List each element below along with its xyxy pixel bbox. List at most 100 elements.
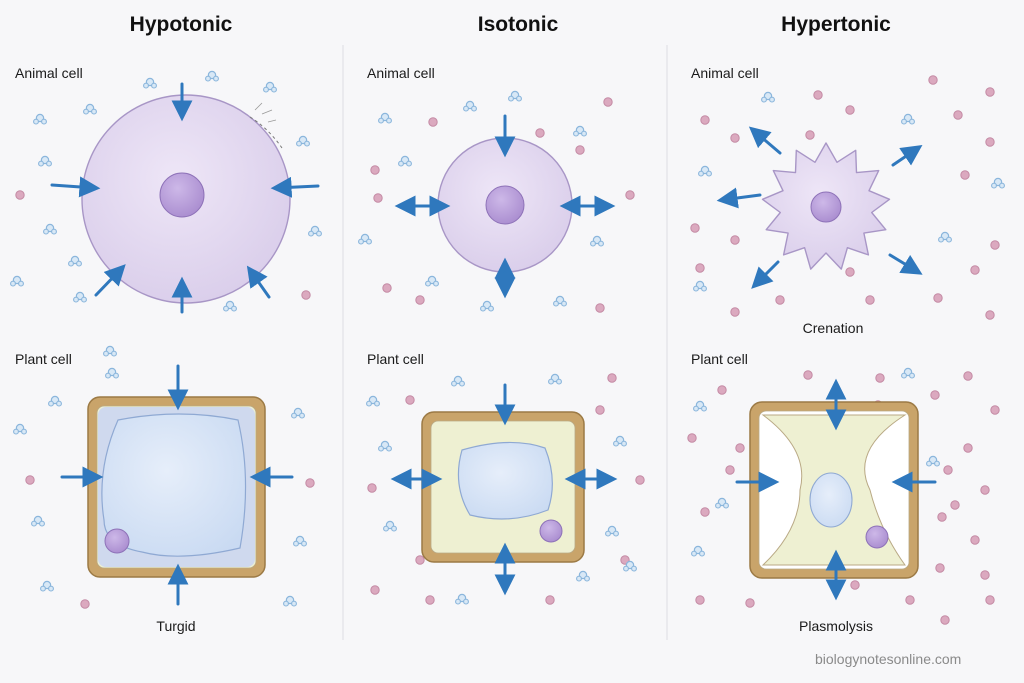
solute-particle-icon xyxy=(735,443,745,453)
water-flow-arrow-icon xyxy=(246,265,271,299)
solute-particle-icon xyxy=(370,165,380,175)
solute-particle-icon xyxy=(730,307,740,317)
solute-particle-icon xyxy=(305,478,315,488)
solute-particle-icon xyxy=(595,405,605,415)
water-molecule-icon xyxy=(366,395,380,407)
solute-particle-icon xyxy=(717,385,727,395)
solute-particle-icon xyxy=(813,90,823,100)
animal-cell-label-hypotonic: Animal cell xyxy=(15,65,83,81)
solute-particle-icon xyxy=(985,137,995,147)
water-molecule-icon xyxy=(293,535,307,547)
solute-particle-icon xyxy=(933,293,943,303)
solute-particle-icon xyxy=(745,598,755,608)
water-molecule-icon xyxy=(938,231,952,243)
solute-particle-icon xyxy=(940,615,950,625)
water-molecule-icon xyxy=(33,113,47,125)
solute-particle-icon xyxy=(960,170,970,180)
title-hypotonic: Hypotonic xyxy=(129,13,233,36)
water-molecule-icon xyxy=(40,580,54,592)
nucleus xyxy=(485,185,525,225)
water-molecule-icon xyxy=(605,525,619,537)
water-flow-arrow-icon xyxy=(891,144,923,167)
animal-cell-isotonic xyxy=(437,137,573,273)
water-molecule-icon xyxy=(576,570,590,582)
solute-particle-icon xyxy=(545,595,555,605)
water-molecule-icon xyxy=(901,367,915,379)
water-molecule-icon xyxy=(715,497,729,509)
solute-particle-icon xyxy=(805,130,815,140)
solute-particle-icon xyxy=(607,373,617,383)
solute-particle-icon xyxy=(700,115,710,125)
water-flow-arrow-icon xyxy=(751,260,780,289)
water-molecule-icon xyxy=(425,275,439,287)
solute-particle-icon xyxy=(990,240,1000,250)
water-molecule-icon xyxy=(480,300,494,312)
water-molecule-icon xyxy=(31,515,45,527)
plant-cell-hypotonic xyxy=(87,396,266,578)
water-molecule-icon xyxy=(103,345,117,357)
water-molecule-icon xyxy=(308,225,322,237)
solute-particle-icon xyxy=(845,267,855,277)
solute-particle-icon xyxy=(905,595,915,605)
water-molecule-icon xyxy=(283,595,297,607)
solute-particle-icon xyxy=(575,145,585,155)
water-flow-arrow-icon xyxy=(716,187,762,209)
water-molecule-icon xyxy=(548,373,562,385)
solute-particle-icon xyxy=(301,290,311,300)
water-molecule-icon xyxy=(105,367,119,379)
solute-particle-icon xyxy=(730,235,740,245)
water-flow-arrow-icon xyxy=(270,176,320,198)
solute-particle-icon xyxy=(415,295,425,305)
water-molecule-icon xyxy=(83,103,97,115)
solute-particle-icon xyxy=(935,563,945,573)
nucleus xyxy=(810,191,842,223)
solute-particle-icon xyxy=(405,395,415,405)
water-molecule-icon xyxy=(698,165,712,177)
solute-particle-icon xyxy=(850,580,860,590)
solute-particle-icon xyxy=(875,373,885,383)
water-flow-arrow-icon xyxy=(50,176,101,198)
nucleus xyxy=(865,525,889,549)
water-molecule-icon xyxy=(451,375,465,387)
water-molecule-icon xyxy=(68,255,82,267)
plant-cell-isotonic xyxy=(421,411,585,563)
water-molecule-icon xyxy=(573,125,587,137)
water-molecule-icon xyxy=(143,77,157,89)
title-hypertonic: Hypertonic xyxy=(781,13,891,36)
solute-particle-icon xyxy=(985,310,995,320)
solute-particle-icon xyxy=(695,595,705,605)
solute-particle-icon xyxy=(937,512,947,522)
solute-particle-icon xyxy=(370,585,380,595)
solute-particle-icon xyxy=(865,295,875,305)
water-molecule-icon xyxy=(508,90,522,102)
solute-particle-icon xyxy=(595,303,605,313)
source-credit: biologynotesonline.com xyxy=(815,651,962,667)
caption-turgid: Turgid xyxy=(156,618,196,634)
nucleus xyxy=(104,528,130,554)
solute-particle-icon xyxy=(695,263,705,273)
water-molecule-icon xyxy=(590,235,604,247)
solute-particle-icon xyxy=(428,117,438,127)
water-molecule-icon xyxy=(73,291,87,303)
water-molecule-icon xyxy=(205,70,219,82)
water-molecule-icon xyxy=(10,275,24,287)
water-molecule-icon xyxy=(38,155,52,167)
solute-particle-icon xyxy=(625,190,635,200)
vacuole xyxy=(101,413,247,557)
plant-cell-label-hypertonic: Plant cell xyxy=(691,351,748,367)
solute-particle-icon xyxy=(845,105,855,115)
plant-cell-label-isotonic: Plant cell xyxy=(367,351,424,367)
water-molecule-icon xyxy=(43,223,57,235)
water-molecule-icon xyxy=(263,81,277,93)
solute-particle-icon xyxy=(930,390,940,400)
solute-particle-icon xyxy=(730,133,740,143)
water-molecule-icon xyxy=(613,435,627,447)
solute-particle-icon xyxy=(603,97,613,107)
solute-particle-icon xyxy=(980,570,990,580)
solute-particle-icon xyxy=(80,599,90,609)
solute-particle-icon xyxy=(928,75,938,85)
nucleus xyxy=(539,519,563,543)
water-molecule-icon xyxy=(13,423,27,435)
solute-particle-icon xyxy=(415,555,425,565)
